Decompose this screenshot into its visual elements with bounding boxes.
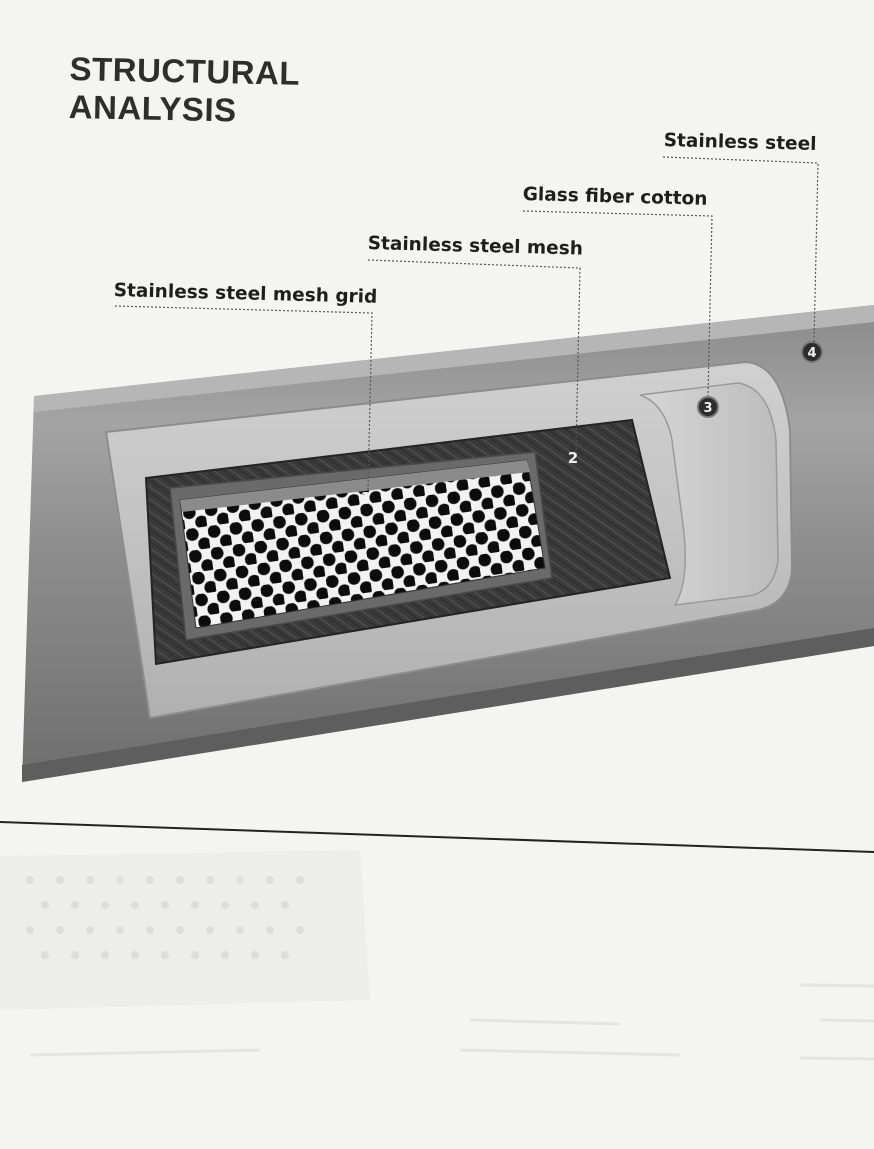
page-divider — [0, 821, 874, 853]
marker-number-2: 2 — [568, 449, 578, 467]
callout-marker-4: 4 — [801, 341, 823, 363]
callout-label-4: Stainless steel — [663, 130, 817, 155]
callout-marker-2: 2 — [568, 449, 578, 467]
leader-line-3 — [522, 210, 713, 397]
marker-number-1: 1 — [361, 489, 371, 507]
marker-number-4: 4 — [807, 346, 816, 361]
leader-line-1 — [114, 305, 373, 491]
faded-lower-image — [0, 850, 874, 1061]
callout-marker-3: 3 — [697, 396, 719, 418]
marker-number-3: 3 — [703, 401, 712, 416]
callout-marker-1: 1 — [361, 489, 371, 507]
leader-line-2 — [367, 259, 581, 451]
